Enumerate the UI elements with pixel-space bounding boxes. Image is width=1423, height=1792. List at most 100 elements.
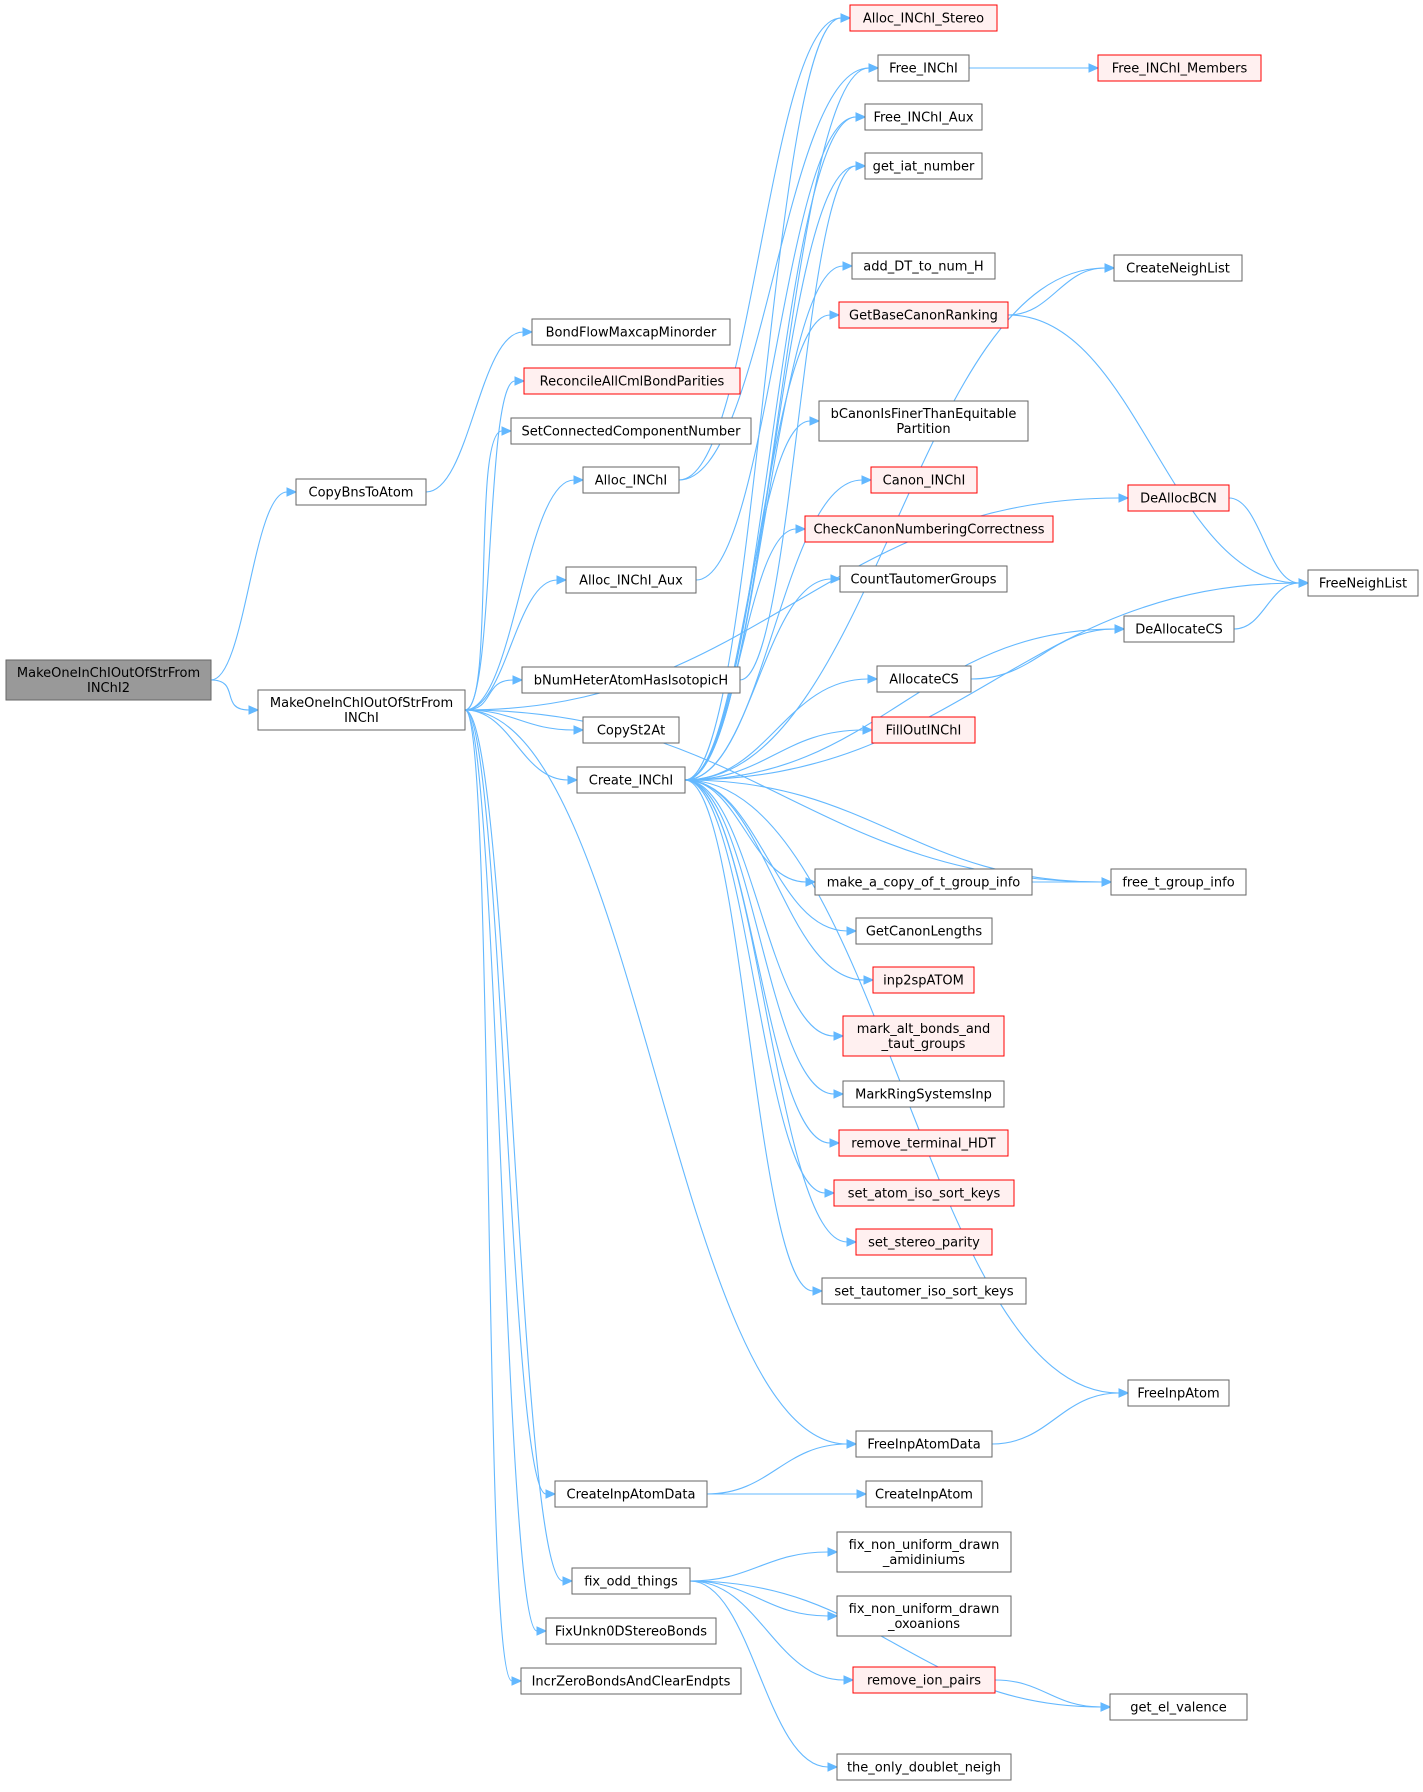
node-reconcileallcmlbondparities[interactable]: ReconcileAllCmlBondParities: [523, 367, 741, 395]
node-free-inchi[interactable]: Free_INChI: [877, 54, 970, 82]
edge-n10-n33: [684, 779, 836, 1198]
edge-arrowhead: [573, 475, 585, 485]
node-counttautomergroups[interactable]: CountTautomerGroups: [839, 565, 1008, 593]
node-alloc-inchi[interactable]: Alloc_INChI: [582, 466, 680, 494]
node-getbasecanonranking[interactable]: GetBaseCanonRanking: [838, 301, 1009, 329]
node-label: _amidiniums: [882, 1553, 965, 1568]
node-free-inchi-aux[interactable]: Free_INChI_Aux: [864, 103, 983, 131]
node-freeinpatomdata[interactable]: FreeInpAtomData: [855, 1430, 993, 1458]
node-label: Alloc_INChI_Aux: [579, 574, 683, 589]
node-add-dt-to-num-h[interactable]: add_DT_to_num_H: [851, 252, 996, 280]
edge-line: [706, 1443, 848, 1495]
edge-line: [684, 17, 842, 781]
node-box: [836, 1753, 1012, 1781]
edge-arrowhead: [827, 1547, 839, 1557]
node-get-iat-number[interactable]: get_iat_number: [864, 152, 983, 180]
node-createinpatomdata[interactable]: CreateInpAtomData: [554, 1480, 708, 1508]
node-set-stereo-parity[interactable]: set_stereo_parity: [855, 1228, 993, 1256]
edge-line: [464, 430, 503, 711]
edge-arrowhead: [846, 1237, 858, 1247]
node-fixunkn0dstereobonds[interactable]: FixUnkn0DStereoBonds: [545, 1617, 717, 1645]
node-box: [1123, 615, 1235, 643]
node-deallocbcn[interactable]: DeAllocBCN: [1127, 484, 1230, 512]
node-box: [1097, 54, 1262, 82]
node-set-tautomer-iso-sort-keys[interactable]: set_tautomer_iso_sort_keys: [821, 1277, 1027, 1305]
node-createneighlist[interactable]: CreateNeighList: [1113, 254, 1243, 282]
edge-n1-n6: [464, 475, 585, 711]
node-free-t-group-info[interactable]: free_t_group_info: [1110, 868, 1247, 896]
node-remove-terminal-hdt[interactable]: remove_terminal_HDT: [838, 1129, 1009, 1157]
node-freeinpatom[interactable]: FreeInpAtom: [1127, 1379, 1230, 1407]
edges-layer: [210, 13, 1310, 1772]
node-alloc-inchi-aux[interactable]: Alloc_INChI_Aux: [565, 566, 697, 594]
edge-n1-n10: [464, 709, 579, 785]
node-inp2spatom[interactable]: inp2spATOM: [872, 966, 975, 994]
node-box: [871, 716, 976, 744]
node-remove-ion-pairs[interactable]: remove_ion_pairs: [852, 1666, 996, 1694]
edge-n10-n15: [684, 13, 852, 781]
edge-arrowhead: [863, 975, 875, 985]
edge-line: [684, 678, 869, 781]
edge-n2-n3: [425, 327, 534, 493]
node-allocatecs[interactable]: AllocateCS: [876, 665, 972, 693]
edge-n10-n21: [684, 416, 821, 781]
node-createinpatom[interactable]: CreateInpAtom: [865, 1480, 983, 1508]
node-label: SetConnectedComponentNumber: [521, 425, 741, 440]
edge-line: [210, 679, 250, 711]
node-label: DeAllocBCN: [1140, 492, 1217, 507]
edge-line: [464, 479, 575, 711]
edge-line: [678, 67, 870, 481]
node-label: set_stereo_parity: [868, 1236, 980, 1251]
node-mark-alt-bonds-and-taut-groups[interactable]: mark_alt_bonds_and_taut_groups: [842, 1015, 1005, 1057]
edge-n1-n13: [464, 709, 548, 1636]
node-bnumheteratomhasisotopich[interactable]: bNumHeterAtomHasIsotopicH: [521, 666, 741, 694]
node-label: Alloc_INChI_Stereo: [863, 12, 984, 27]
node-canon-inchi[interactable]: Canon_INChI: [870, 466, 978, 494]
edge-line: [684, 779, 1103, 883]
node-label: remove_ion_pairs: [867, 1674, 981, 1689]
node-alloc-inchi-stereo[interactable]: Alloc_INChI_Stereo: [849, 4, 998, 32]
node-deallocatecs[interactable]: DeAllocateCS: [1123, 615, 1235, 643]
node-bondflowmaxcapminorder[interactable]: BondFlowMaxcapMinorder: [531, 318, 731, 346]
node-box: [510, 417, 752, 445]
node-copyst2at[interactable]: CopySt2At: [582, 716, 680, 744]
node-label: INChI: [344, 711, 379, 726]
node-getcanonlengths[interactable]: GetCanonLengths: [855, 917, 993, 945]
node-checkcanonnumberingcorrectness[interactable]: CheckCanonNumberingCorrectness: [804, 515, 1054, 543]
node-label: bCanonIsFinerThanEquitable: [831, 407, 1017, 422]
edge-n12-n40: [689, 1580, 855, 1685]
edge-arrowhead: [855, 161, 867, 171]
node-make-a-copy-of-t-group-info[interactable]: make_a_copy_of_t_group_info: [814, 868, 1033, 896]
node-setconnectedcomponentnumber[interactable]: SetConnectedComponentNumber: [510, 417, 752, 445]
node-filloutinchi[interactable]: FillOutINChI: [871, 716, 976, 744]
node-copybnstoatom[interactable]: CopyBnsToAtom: [295, 478, 427, 506]
node-the-only-doublet-neigh[interactable]: the_only_doublet_neigh: [836, 1753, 1012, 1781]
edge-arrowhead: [846, 1439, 858, 1449]
edge-n12-n38: [689, 1547, 839, 1582]
node-set-atom-iso-sort-keys[interactable]: set_atom_iso_sort_keys: [833, 1179, 1015, 1207]
node-fix-odd-things[interactable]: fix_odd_things: [571, 1567, 691, 1595]
node-label: add_DT_to_num_H: [863, 260, 983, 275]
node-fix-non-uniform-drawn-amidiniums[interactable]: fix_non_uniform_drawn_amidiniums: [836, 1531, 1012, 1573]
node-label: Alloc_INChI: [595, 474, 667, 489]
node-markringsystemsinp[interactable]: MarkRingSystemsInp: [842, 1080, 1005, 1108]
edge-n10-n35: [684, 779, 824, 1296]
node-create-inchi[interactable]: Create_INChI: [576, 766, 686, 794]
edge-arrowhead: [862, 725, 874, 735]
edge-line: [994, 1679, 1102, 1708]
node-label: Create_INChI: [589, 774, 673, 789]
node-get-el-valence[interactable]: get_el_valence: [1109, 1693, 1248, 1721]
edge-arrowhead: [1298, 578, 1310, 588]
node-free-inchi-members[interactable]: Free_INChI_Members: [1097, 54, 1262, 82]
node-freeneighlist[interactable]: FreeNeighList: [1307, 569, 1419, 597]
node-label: MarkRingSystemsInp: [855, 1088, 992, 1103]
edge-line: [1228, 497, 1300, 584]
node-incrzerobondsandclearendpts[interactable]: IncrZeroBondsAndClearEndpts: [520, 1667, 742, 1695]
node-fix-non-uniform-drawn-oxoanions[interactable]: fix_non_uniform_drawn_oxoanions: [836, 1595, 1012, 1637]
edge-line: [1007, 267, 1106, 316]
edge-n11-n36: [706, 1439, 858, 1495]
edge-arrowhead: [1118, 493, 1130, 503]
